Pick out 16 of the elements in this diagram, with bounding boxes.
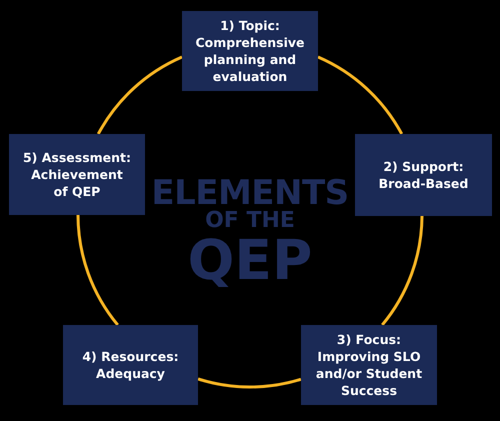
step-label: 5) Assessment: Achievement of QEP: [22, 149, 132, 200]
ring-arc-connector: [198, 378, 302, 388]
step-box: [355, 134, 492, 216]
step-label: 1) Topic: Comprehensive planning and evaluation: [194, 17, 306, 85]
diagram-title: ELEMENTS OF THE QEP: [151, 178, 349, 287]
step-label: 2) Support: Broad-Based: [378, 158, 470, 192]
ring-arc-connector: [381, 216, 424, 326]
step-box: [182, 11, 318, 91]
step-box: [63, 325, 198, 405]
step-box: [9, 134, 145, 215]
step-box: [301, 325, 437, 405]
ring-arc-connector: [317, 56, 403, 135]
ring-arc-connector: [76, 214, 119, 326]
step-label: 3) Focus: Improving SLO and/or Student Success: [314, 331, 424, 399]
step-label: 4) Resources: Adequacy: [81, 348, 180, 382]
ring-arc-connector: [97, 56, 183, 135]
